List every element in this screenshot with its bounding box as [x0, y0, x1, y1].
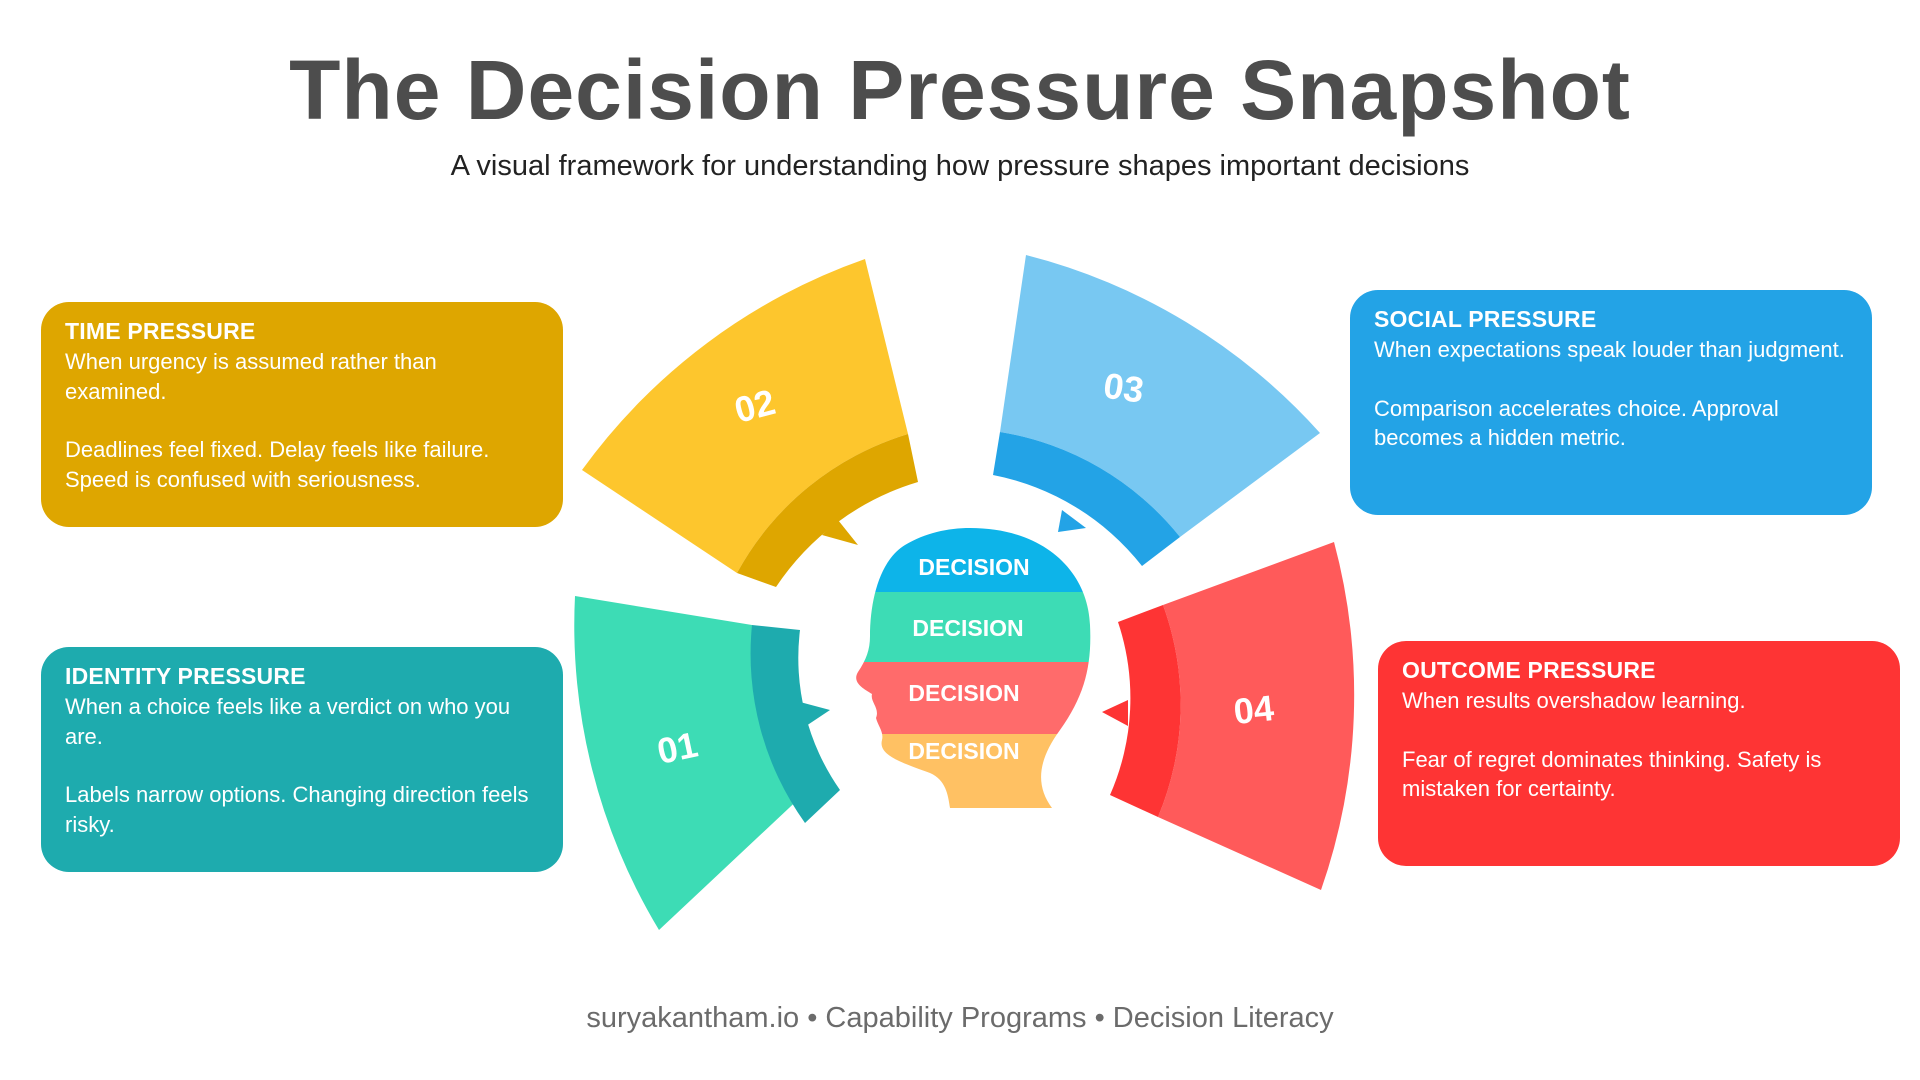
card-identity-line2: Labels narrow options. Changing directio… [65, 782, 529, 837]
card-time-pressure: TIME PRESSURE When urgency is assumed ra… [41, 302, 563, 527]
head-band-4-label: DECISION [908, 738, 1019, 764]
segment-03-inner-band [993, 432, 1180, 566]
segment-01-outer [574, 596, 805, 930]
segment-02-pointer [822, 520, 858, 545]
segment-04-pointer [1102, 700, 1128, 726]
card-social-line2: Comparison accelerates choice. Approval … [1374, 395, 1779, 451]
card-social-pressure: SOCIAL PRESSURE When expectations speak … [1350, 290, 1872, 515]
card-outcome-pressure: OUTCOME PRESSURE When results overshadow… [1378, 641, 1900, 866]
segment-03-pointer [1058, 510, 1086, 532]
head-band-1-label: DECISION [918, 554, 1029, 580]
segment-01-inner-band [750, 625, 840, 823]
card-outcome-line2: Fear of regret dominates thinking. Safet… [1402, 746, 1822, 802]
footer-text: suryakantham.io • Capability Programs • … [586, 1002, 1334, 1034]
segment-04-outer [1158, 542, 1355, 890]
segment-01: 01 [574, 596, 840, 930]
segment-01-pointer [800, 702, 830, 726]
head-band-2-label: DECISION [912, 615, 1023, 641]
segment-03-outer [1000, 255, 1320, 537]
card-social-line1: When expectations speak louder than judg… [1374, 337, 1845, 362]
card-identity-title: IDENTITY PRESSURE [65, 663, 306, 689]
page-subtitle: A visual framework for understanding how… [450, 150, 1470, 182]
card-social-title: SOCIAL PRESSURE [1374, 306, 1597, 332]
page-title: The Decision Pressure Snapshot [289, 43, 1631, 137]
card-identity-line1: When a choice feels like a verdict on wh… [65, 694, 511, 749]
head-band-3-label: DECISION [908, 680, 1019, 706]
segment-02: 02 [582, 259, 918, 587]
segment-01-number: 01 [654, 724, 702, 772]
segment-04: 04 [1102, 542, 1355, 890]
segment-04-inner-band [1110, 605, 1181, 817]
segment-03: 03 [993, 255, 1320, 566]
segment-03-number: 03 [1101, 365, 1146, 411]
head-band-3 [856, 662, 1091, 734]
segment-02-inner-band [737, 434, 918, 587]
head-band-2 [856, 592, 1091, 662]
segment-04-number: 04 [1232, 687, 1276, 732]
card-time-title: TIME PRESSURE [65, 318, 256, 344]
card-outcome-title: OUTCOME PRESSURE [1402, 657, 1656, 683]
segment-02-outer [582, 259, 908, 573]
card-time-line1: When urgency is assumed rather than exam… [65, 349, 437, 404]
card-identity-pressure: IDENTITY PRESSURE When a choice feels li… [41, 647, 563, 872]
card-outcome-line1: When results overshadow learning. [1402, 688, 1746, 713]
card-time-line2: Deadlines feel fixed. Delay feels like f… [65, 437, 490, 492]
